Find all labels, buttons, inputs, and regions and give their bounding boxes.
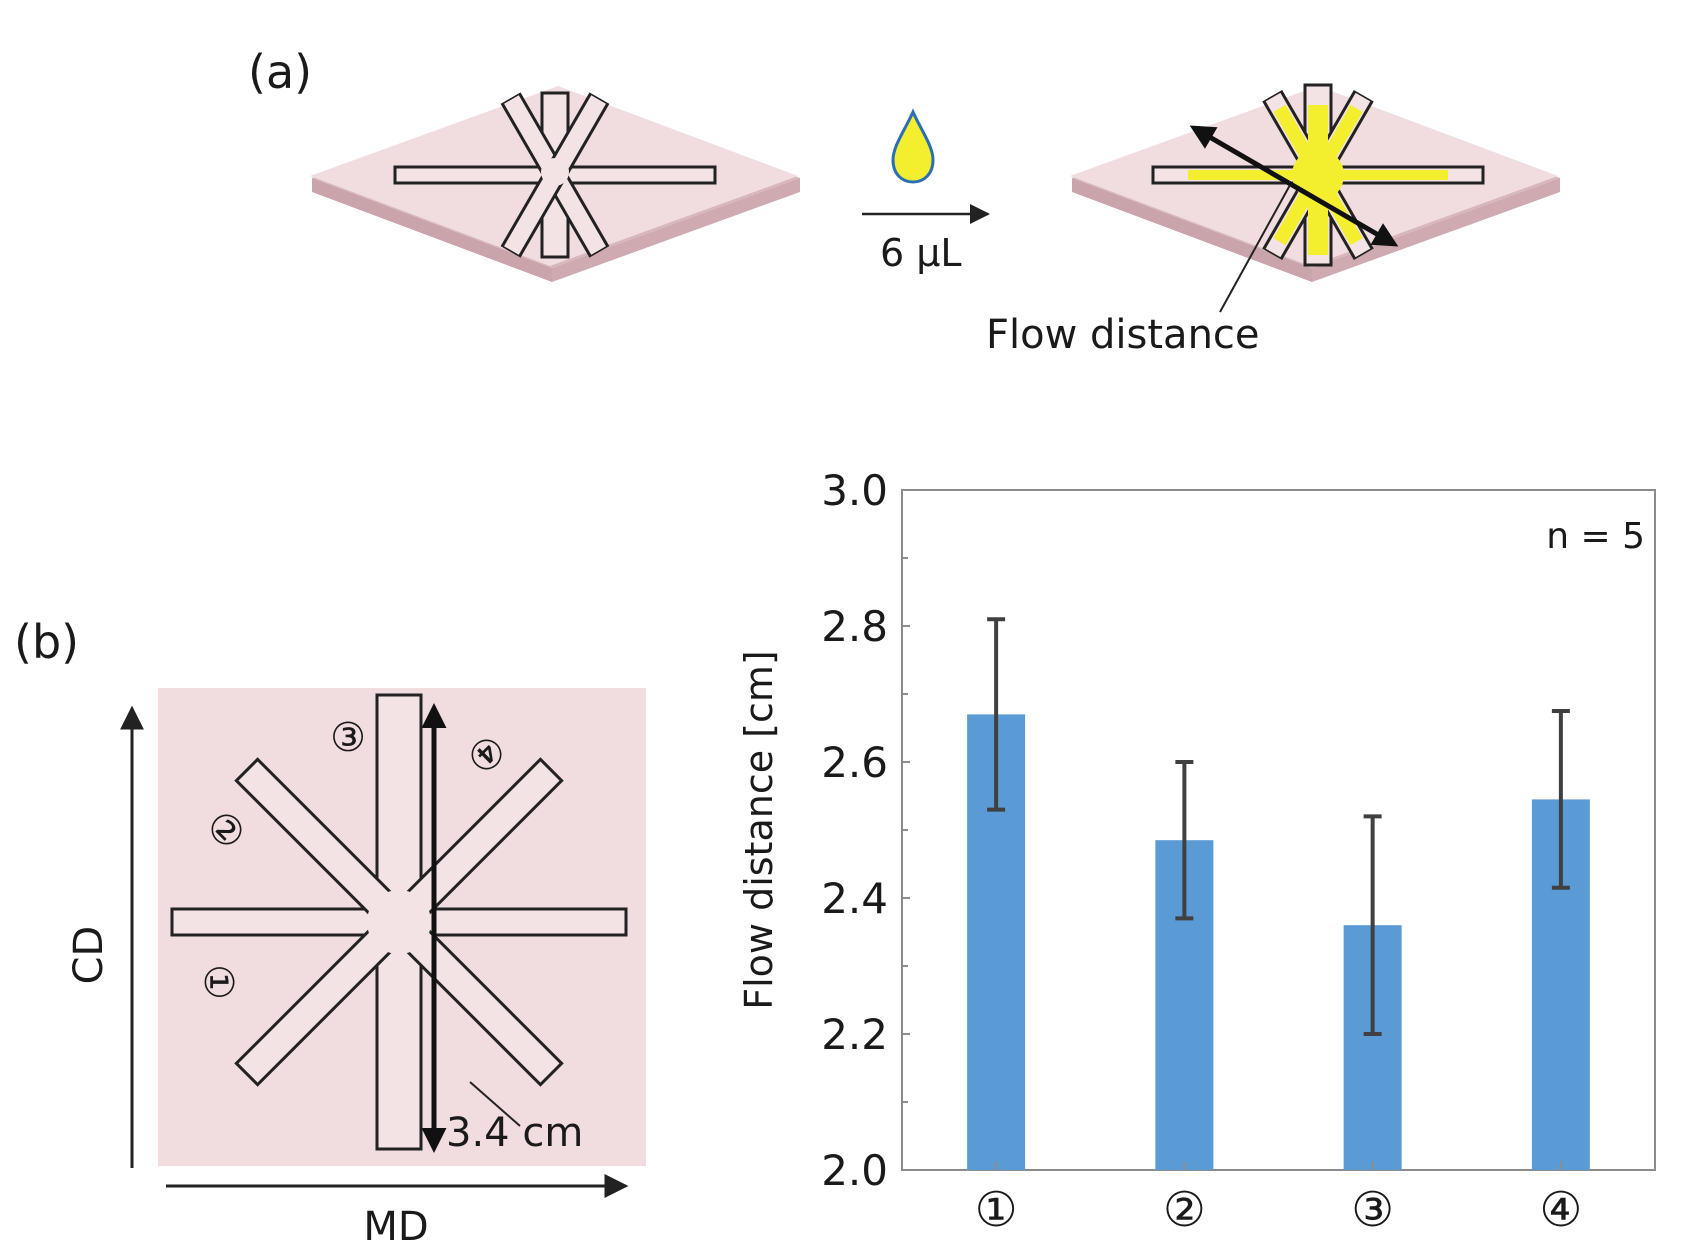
star-channels-dry [393,91,717,259]
channel-number-1: ① [195,964,241,1000]
x-axis-labels: ① ② ③ ④ [975,1162,1582,1238]
paper-device-top-view [158,688,646,1166]
sample-size-annotation: n = 5 [1546,516,1645,557]
error-bar-4 [1551,709,1570,890]
channel-number-3: ③ [330,715,366,761]
length-callout-line [469,1081,521,1127]
error-bar-2 [1175,760,1194,921]
y-tick-label: 2.0 [821,1146,888,1195]
x-tick-label: ④ [1539,1182,1582,1238]
flow-distance-label: Flow distance [986,312,1260,358]
paper-device-wet [1070,83,1560,313]
paper-device-dry [310,86,800,282]
error-bar-3 [1363,814,1382,1036]
x-tick-label: ① [975,1182,1018,1238]
y-axis-ticks: 2.0 2.2 2.4 2.6 2.8 3.0 [821,466,910,1195]
flow-distance-arrow [1189,125,1399,247]
error-bar-1 [987,617,1006,812]
x-tick-label: ③ [1351,1182,1394,1238]
droplet-icon [891,108,935,184]
y-tick-label: 2.4 [821,874,888,923]
volume-label: 6 μL [880,231,962,275]
x-tick-label: ② [1163,1182,1206,1238]
flow-distance-chart: 2.0 2.2 2.4 2.6 2.8 3.0 ① ② ③ ④ n = 5 Flow dista… [737,466,1656,1238]
error-bars [987,617,1570,1036]
panel-b-label: (b) [14,615,79,669]
flow-callout-line [1219,184,1291,313]
panel-a-label: (a) [248,45,312,99]
y-tick-label: 3.0 [821,466,888,515]
cd-label: CD [66,926,112,985]
md-label: MD [363,1204,428,1250]
plot-frame [901,489,1656,1171]
y-tick-label: 2.2 [821,1010,888,1059]
y-tick-label: 2.8 [821,602,888,651]
y-axis-label: Flow distance [cm] [737,650,781,1009]
length-label: 3.4 cm [446,1110,583,1156]
y-tick-label: 2.6 [821,738,888,787]
